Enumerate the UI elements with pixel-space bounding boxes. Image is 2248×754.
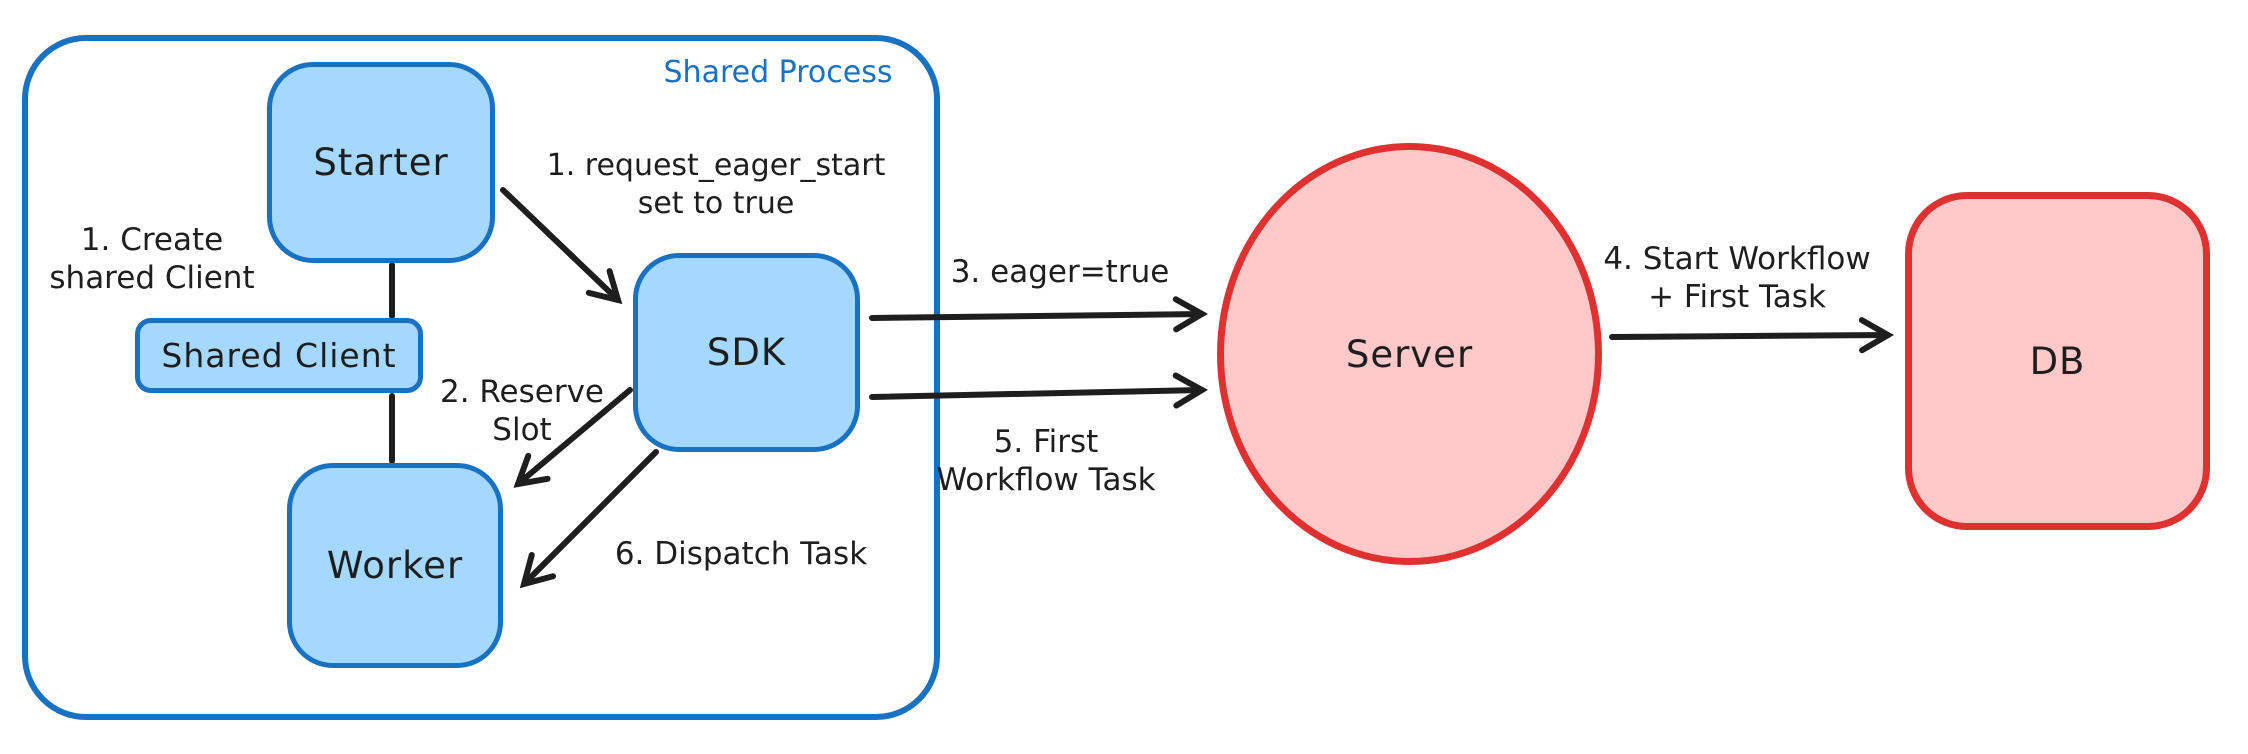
server-label: Server bbox=[1345, 332, 1474, 376]
annotation-first-workflow-task: 5. First Workflow Task bbox=[885, 423, 1207, 499]
shared-process-frame bbox=[22, 35, 940, 720]
node-shared-client: Shared Client bbox=[135, 318, 423, 393]
db-label: DB bbox=[2029, 339, 2086, 383]
annotation-line: Workflow Task bbox=[936, 462, 1156, 498]
annotation-line: 6. Dispatch Task bbox=[614, 536, 868, 572]
starter-label: Starter bbox=[313, 141, 449, 184]
annotation-line: 1. request_eager_start bbox=[546, 148, 886, 183]
annotation-line: shared Client bbox=[49, 260, 255, 296]
node-starter: Starter bbox=[267, 62, 495, 263]
annotation-request-eager-start: 1. request_eager_start set to true bbox=[528, 147, 904, 223]
annotation-reserve-slot: 2. Reserve Slot bbox=[432, 373, 612, 449]
worker-label: Worker bbox=[326, 544, 464, 587]
sdk-label: SDK bbox=[706, 331, 787, 374]
annotation-line: 1. Create bbox=[80, 222, 224, 258]
node-db: DB bbox=[1905, 192, 2210, 530]
arrow-server-to-db bbox=[1609, 317, 1895, 354]
shared-process-title: Shared Process bbox=[663, 55, 893, 90]
annotation-line: 5. First bbox=[993, 424, 1099, 460]
annotation-line: Slot bbox=[492, 412, 552, 448]
shared-client-label: Shared Client bbox=[161, 336, 397, 375]
annotation-eager-true: 3. eager=true bbox=[950, 253, 1170, 291]
annotation-dispatch-task: 6. Dispatch Task bbox=[606, 535, 876, 573]
node-server: Server bbox=[1217, 143, 1602, 565]
annotation-line: set to true bbox=[637, 186, 795, 221]
annotation-start-workflow: 4. Start Workflow + First Task bbox=[1576, 240, 1898, 316]
annotation-line: 4. Start Workflow bbox=[1603, 241, 1871, 277]
node-worker: Worker bbox=[287, 463, 503, 668]
annotation-line: 2. Reserve bbox=[439, 374, 605, 410]
annotation-create-shared-client: 1. Create shared Client bbox=[12, 221, 292, 297]
annotation-line: 3. eager=true bbox=[950, 254, 1170, 290]
annotation-line: + First Task bbox=[1648, 279, 1826, 315]
node-sdk: SDK bbox=[633, 253, 860, 452]
